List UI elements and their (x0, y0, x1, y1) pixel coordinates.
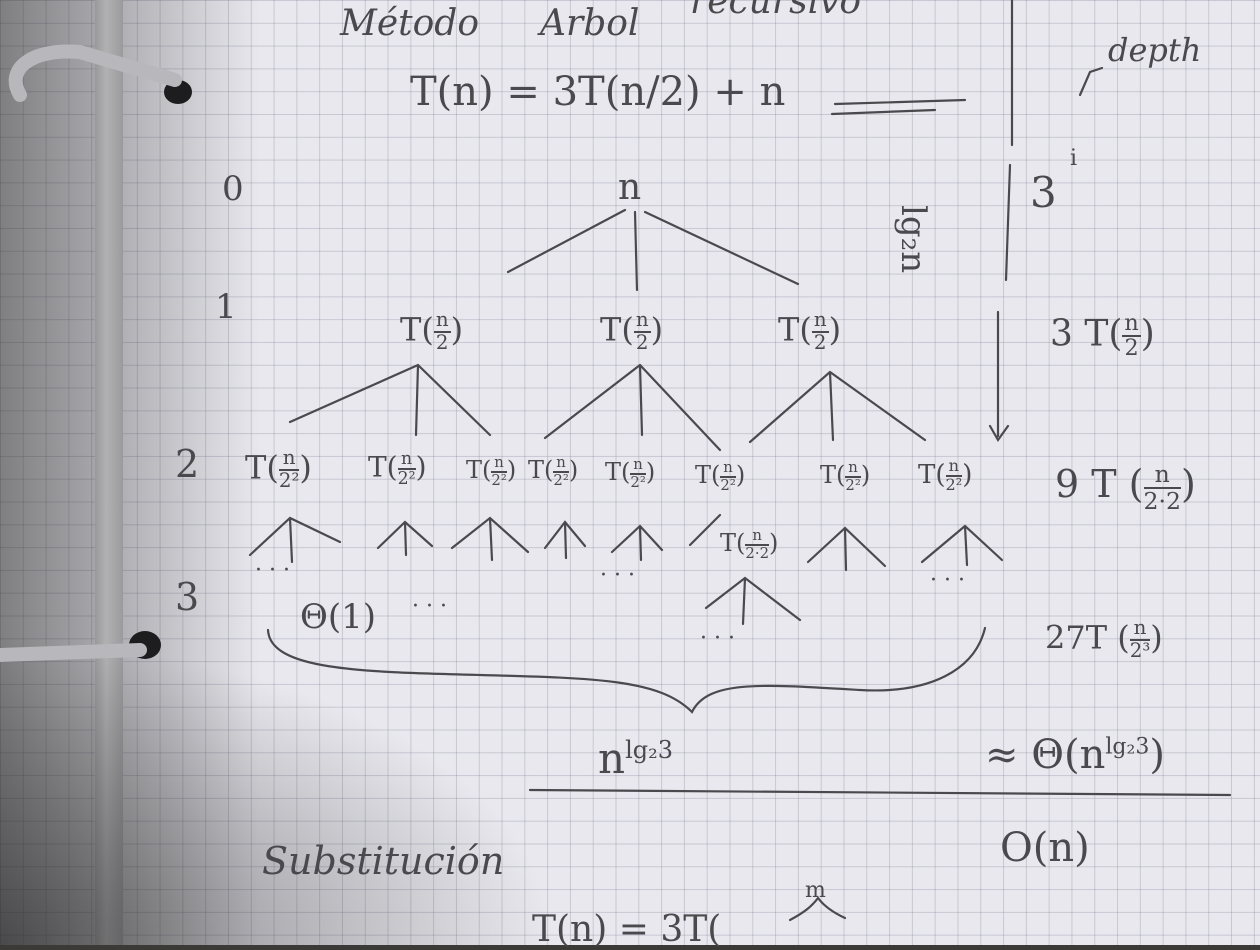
branching-factor: 3 (1030, 168, 1057, 217)
bottom-shadow (0, 640, 560, 945)
title-word-3: recursivo (690, 0, 862, 22)
continuation-dots: · · · (412, 594, 447, 619)
continuation-dots: · · · (930, 568, 965, 593)
leaf-count: nlg₂3 (598, 734, 673, 783)
continuation-dots: · · · (255, 558, 290, 583)
level-label-0: 0 (222, 169, 244, 209)
m-label: m (805, 878, 826, 903)
continuation-dots: · · · (700, 626, 735, 651)
branching-exponent: i (1070, 146, 1078, 171)
level-label-2: 2 (175, 442, 200, 486)
total-approximation: ≈ Θ(nlg₂3) (985, 732, 1165, 778)
level-label-1: 1 (215, 287, 237, 327)
log-depth-note: lg₂n (893, 205, 933, 274)
depth-label: depth (1108, 31, 1202, 69)
base-case: Θ(1) (300, 597, 377, 637)
substitution-start: T(n) = 3T( (532, 909, 722, 950)
continuation-dots: · · · (600, 563, 635, 588)
tree-root: n (618, 167, 642, 208)
substitution-heading: Substitución (262, 839, 505, 883)
recurrence-equation: T(n) = 3T(n/2) + n (410, 69, 786, 115)
upper-bound: O(n) (1000, 825, 1090, 871)
level-label-3: 3 (175, 575, 200, 619)
title-word-2: Arbol (540, 3, 640, 44)
title-word-1: Método (340, 3, 480, 44)
